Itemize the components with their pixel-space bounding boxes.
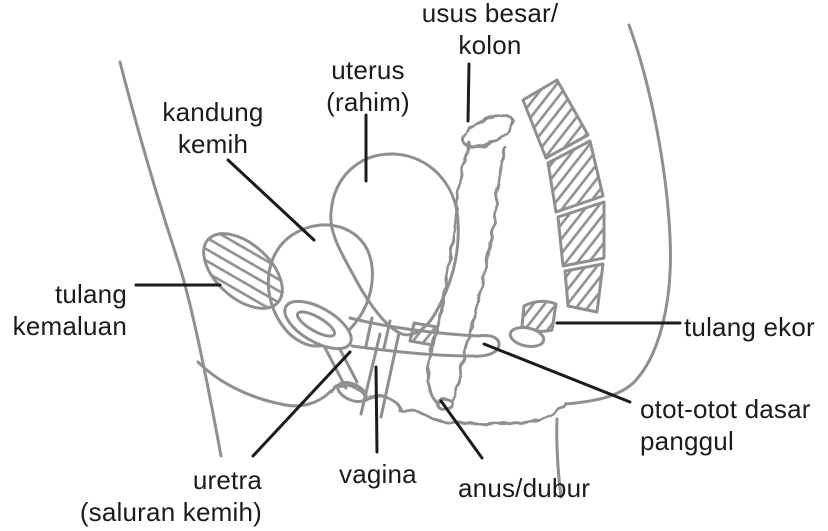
- leader-line-pelvic-floor: [482, 342, 632, 404]
- bladder-shape: [266, 223, 374, 348]
- leader-line-anus: [439, 399, 484, 460]
- leader-line-bladder: [226, 158, 316, 242]
- label-pubic-bone: tulang kemaluan: [12, 279, 127, 341]
- leader-line-vagina: [374, 365, 379, 454]
- sacrum-segment-shape: [521, 78, 590, 160]
- band-crossing-mark: [382, 319, 392, 350]
- pubic-bone-shape: [202, 232, 284, 310]
- label-tailbone: tulang ekor: [684, 312, 815, 342]
- leader-lines: [134, 62, 682, 460]
- perineum-outline: [328, 384, 568, 426]
- vagina-canal-shape: [379, 331, 401, 419]
- pelvic-floor-link-shape: [508, 326, 546, 348]
- sacrum-segment-shape: [556, 200, 606, 268]
- leader-line-colon: [466, 62, 471, 123]
- body-outline-leg: [555, 417, 563, 499]
- body-outline-buttock: [564, 23, 672, 406]
- body-outline-front: [118, 60, 223, 458]
- label-pelvic-floor: otot-otot dasar panggul: [640, 394, 811, 456]
- leader-line-urethra: [251, 350, 352, 458]
- uterus-shape: [329, 152, 460, 337]
- label-vagina: vagina: [339, 459, 417, 489]
- urethra-shape: [320, 340, 348, 390]
- pelvic-floor-band-shape: [348, 316, 480, 338]
- label-urethra: uretra (saluran kemih): [79, 465, 262, 527]
- colon-shape: [426, 141, 472, 405]
- sacrum-segment-shape: [546, 139, 605, 214]
- label-uterus: uterus (rahim): [326, 55, 410, 117]
- pelvic-floor-loop-inner-shape: [295, 310, 337, 338]
- pelvic-floor-band-shape: [350, 344, 474, 358]
- colon-shape: [451, 146, 508, 402]
- sacrum-segment-shape: [563, 262, 605, 314]
- band-crossing-mark: [364, 316, 374, 348]
- label-anus: anus/dubur: [458, 473, 591, 503]
- pelvic-floor-band-end-shape: [470, 334, 501, 358]
- body-outline-mons: [196, 360, 333, 408]
- label-colon: usus besar/ kolon: [421, 0, 559, 60]
- colon-cap-shape: [461, 113, 515, 149]
- label-bladder: kandung kemih: [162, 97, 264, 159]
- muscle-hatch-shape: [408, 321, 439, 347]
- pelvic-floor-loop-shape: [283, 299, 353, 351]
